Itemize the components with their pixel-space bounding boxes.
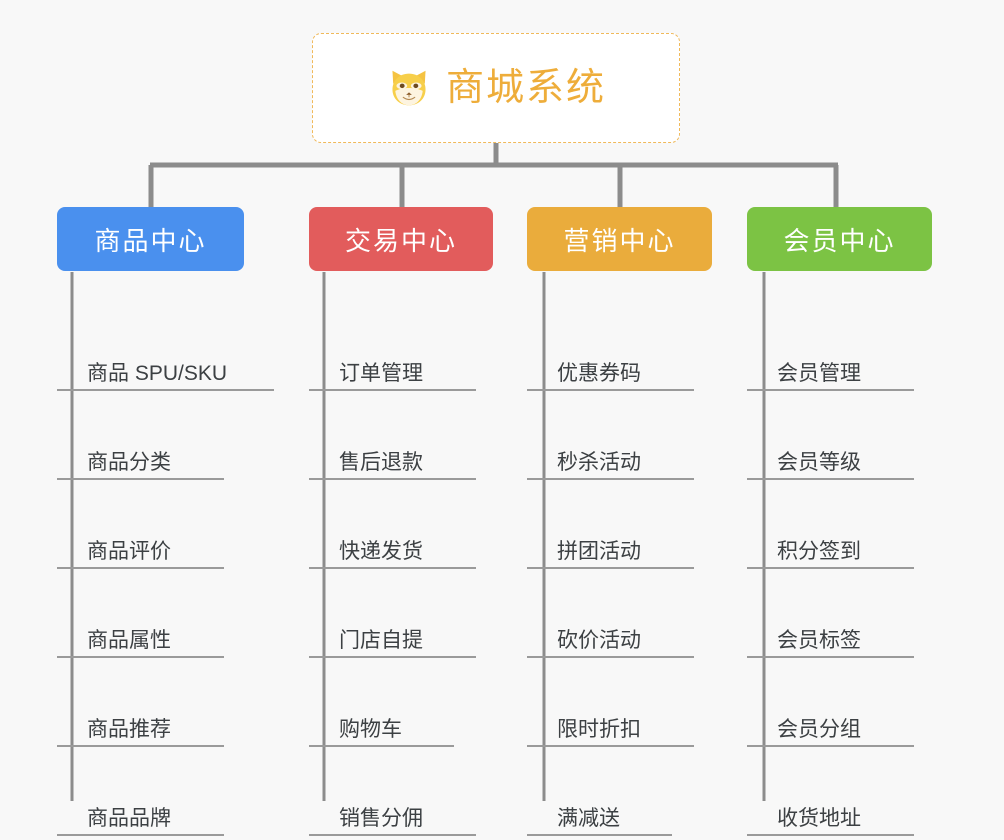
leaf-label: 购物车 <box>339 718 402 741</box>
list-item[interactable]: 购物车 <box>309 658 493 747</box>
category-header-2[interactable]: 营销中心 <box>527 207 712 271</box>
leaf-label: 砍价活动 <box>557 629 641 652</box>
leaf-label: 满减送 <box>557 807 620 830</box>
category-column-营销中心: 营销中心 优惠券码 秒杀活动 拼团活动 砍价活动 限时折扣 <box>527 207 712 836</box>
list-item[interactable]: 满减送 <box>527 747 712 836</box>
leaf-label: 优惠券码 <box>557 362 641 385</box>
list-item[interactable]: 商品 SPU/SKU <box>57 271 274 391</box>
list-item[interactable]: 销售分佣 <box>309 747 493 836</box>
shiba-dog-icon <box>392 70 426 106</box>
list-item[interactable]: 限时折扣 <box>527 658 712 747</box>
list-item[interactable]: 优惠券码 <box>527 271 712 391</box>
list-item[interactable]: 会员标签 <box>747 569 932 658</box>
leaf-label: 售后退款 <box>339 451 423 474</box>
list-item[interactable]: 积分签到 <box>747 480 932 569</box>
leaf-underline <box>309 567 476 569</box>
leaf-list-0: 商品 SPU/SKU 商品分类 商品评价 商品属性 商品推荐 商品品牌 <box>57 271 274 836</box>
leaf-label: 商品 SPU/SKU <box>87 362 228 385</box>
root-node[interactable]: 商城系统 <box>312 33 680 143</box>
list-item[interactable]: 门店自提 <box>309 569 493 658</box>
list-item[interactable]: 秒杀活动 <box>527 391 712 480</box>
leaf-label: 快递发货 <box>339 540 423 563</box>
leaf-underline <box>747 478 914 480</box>
leaf-label: 会员等级 <box>777 451 861 474</box>
list-item[interactable]: 会员分组 <box>747 658 932 747</box>
category-header-0[interactable]: 商品中心 <box>57 207 244 271</box>
leaf-label: 会员管理 <box>777 362 861 385</box>
leaf-label: 会员分组 <box>777 718 861 741</box>
leaf-label: 商品属性 <box>87 629 171 652</box>
leaf-underline <box>747 656 914 658</box>
leaf-label: 订单管理 <box>339 362 423 385</box>
leaf-underline <box>57 745 224 747</box>
category-column-会员中心: 会员中心 会员管理 会员等级 积分签到 会员标签 会员分组 <box>747 207 932 836</box>
list-item[interactable]: 收货地址 <box>747 747 932 836</box>
leaf-label: 商品分类 <box>87 451 171 474</box>
list-item[interactable]: 商品分类 <box>57 391 244 480</box>
page-title: 商城系统 <box>445 67 606 109</box>
leaf-label: 门店自提 <box>339 629 423 652</box>
list-item[interactable]: 商品评价 <box>57 480 244 569</box>
list-item[interactable]: 会员等级 <box>747 391 932 480</box>
leaf-underline <box>527 389 694 391</box>
category-column-交易中心: 交易中心 订单管理 售后退款 快递发货 门店自提 购物车 <box>309 207 493 836</box>
leaf-underline <box>309 834 476 836</box>
list-item[interactable]: 会员管理 <box>747 271 932 391</box>
leaf-list-3: 会员管理 会员等级 积分签到 会员标签 会员分组 收货地址 <box>747 271 932 836</box>
leaf-label: 商品品牌 <box>87 807 171 830</box>
leaf-underline <box>527 656 694 658</box>
category-header-1[interactable]: 交易中心 <box>309 207 493 271</box>
leaf-list-1: 订单管理 售后退款 快递发货 门店自提 购物车 销售分佣 <box>309 271 493 836</box>
category-label: 会员中心 <box>783 225 896 256</box>
leaf-underline <box>309 389 476 391</box>
leaf-label: 收货地址 <box>777 807 861 830</box>
leaf-underline <box>747 834 914 836</box>
category-label: 营销中心 <box>563 225 676 256</box>
leaf-underline <box>57 656 224 658</box>
leaf-label: 销售分佣 <box>339 807 423 830</box>
leaf-underline <box>527 567 694 569</box>
leaf-underline <box>747 745 914 747</box>
leaf-underline <box>309 656 476 658</box>
leaf-label: 积分签到 <box>777 540 861 563</box>
leaf-underline <box>57 834 224 836</box>
leaf-label: 商品推荐 <box>87 718 171 741</box>
list-item[interactable]: 订单管理 <box>309 271 493 391</box>
category-header-3[interactable]: 会员中心 <box>747 207 932 271</box>
list-item[interactable]: 拼团活动 <box>527 480 712 569</box>
leaf-label: 拼团活动 <box>557 540 641 563</box>
leaf-label: 限时折扣 <box>557 718 641 741</box>
leaf-underline <box>57 389 274 391</box>
category-label: 交易中心 <box>344 225 457 256</box>
leaf-label: 商品评价 <box>87 540 171 563</box>
category-label: 商品中心 <box>94 225 207 256</box>
leaf-underline <box>747 389 914 391</box>
leaf-underline <box>57 567 224 569</box>
list-item[interactable]: 商品品牌 <box>57 747 244 836</box>
leaf-underline <box>57 478 224 480</box>
leaf-underline <box>527 834 672 836</box>
category-column-商品中心: 商品中心 商品 SPU/SKU 商品分类 商品评价 商品属性 商品推荐 <box>57 207 274 836</box>
leaf-underline <box>747 567 914 569</box>
list-item[interactable]: 砍价活动 <box>527 569 712 658</box>
leaf-underline <box>309 745 454 747</box>
list-item[interactable]: 快递发货 <box>309 480 493 569</box>
leaf-underline <box>527 478 694 480</box>
list-item[interactable]: 商品属性 <box>57 569 244 658</box>
leaf-list-2: 优惠券码 秒杀活动 拼团活动 砍价活动 限时折扣 满减送 <box>527 271 712 836</box>
leaf-underline <box>309 478 476 480</box>
leaf-label: 秒杀活动 <box>557 451 641 474</box>
list-item[interactable]: 售后退款 <box>309 391 493 480</box>
list-item[interactable]: 商品推荐 <box>57 658 244 747</box>
leaf-label: 会员标签 <box>777 629 861 652</box>
leaf-underline <box>527 745 694 747</box>
